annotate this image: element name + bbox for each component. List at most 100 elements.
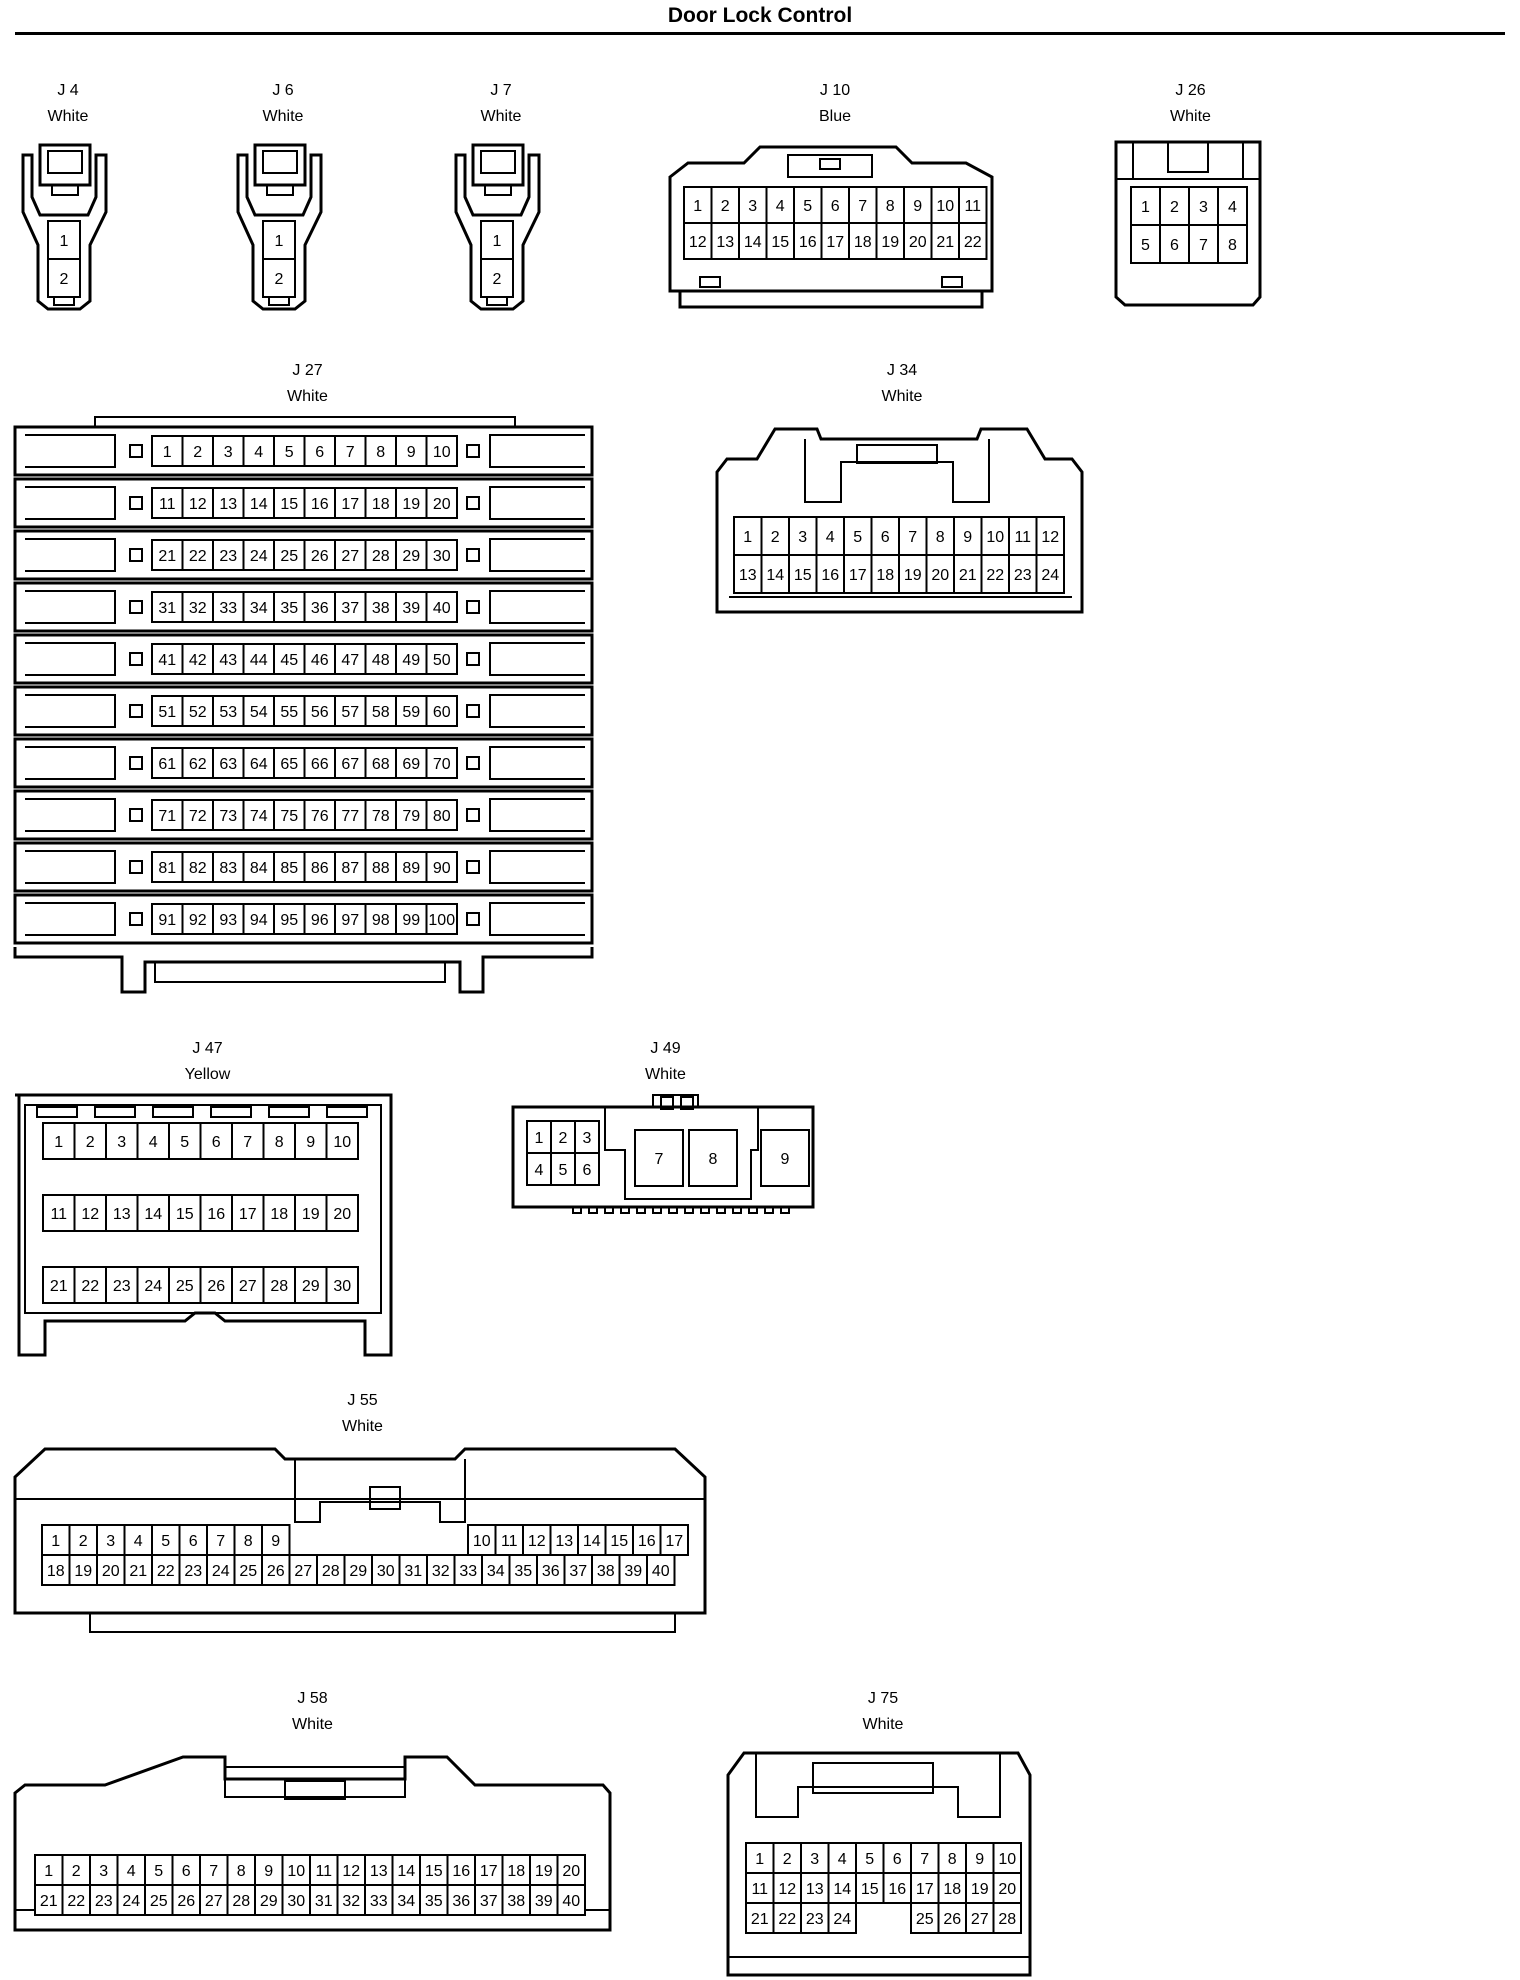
pin-number: 21	[936, 234, 954, 251]
pin-cavity	[848, 222, 878, 260]
pin-cavity	[910, 1902, 940, 1934]
pin-cavity	[325, 1266, 359, 1304]
pin-number: 28	[232, 1893, 250, 1910]
pin-cavity	[178, 1554, 208, 1586]
connector-outline	[294, 1459, 466, 1523]
pin-cavity	[364, 435, 397, 467]
pin-number: 5	[803, 198, 812, 215]
pin-number: 1	[163, 444, 172, 461]
pin-cavity	[47, 258, 81, 298]
pin-cavity	[688, 1129, 738, 1187]
pin-number: 7	[920, 1851, 929, 1868]
pin-cavity	[1159, 224, 1190, 264]
connector-color: Yellow	[184, 1066, 231, 1083]
pin-number: 22	[81, 1278, 99, 1295]
pin-number: 58	[372, 704, 390, 721]
latch	[764, 1206, 774, 1214]
connector-outline	[489, 798, 585, 832]
latch	[812, 1762, 934, 1794]
pin-cavity	[325, 1122, 359, 1160]
pin-cavity	[536, 1554, 566, 1586]
pin-number: 5	[865, 1851, 874, 1868]
pin-number: 22	[778, 1911, 796, 1928]
pin-number: 94	[250, 912, 268, 929]
pin-cavity	[364, 643, 397, 675]
pin-number: 100	[428, 912, 455, 929]
pin-number: 11	[1014, 529, 1031, 546]
connector-outline	[804, 439, 990, 503]
pin-cavity	[242, 643, 275, 675]
pin-number: 9	[407, 444, 416, 461]
pin-cavity	[144, 1854, 174, 1886]
pin-number: 14	[250, 496, 268, 513]
pin-cavity	[273, 643, 306, 675]
pin-number: 27	[341, 548, 359, 565]
pin-number: 19	[402, 496, 420, 513]
pin-number: 81	[158, 860, 176, 877]
pin-number: 17	[665, 1533, 683, 1550]
pin-number: 7	[209, 1863, 218, 1880]
pin-number: 18	[854, 234, 872, 251]
pin-number: 16	[821, 567, 839, 584]
pin-cavity	[334, 851, 367, 883]
pin-number: 19	[302, 1206, 320, 1223]
connector-id: J 10	[819, 82, 851, 99]
pin-cavity	[632, 1524, 662, 1556]
pin-number: 1	[60, 233, 69, 250]
pin-number: 86	[311, 860, 329, 877]
pin-number: 14	[766, 567, 784, 584]
pin-cavity	[395, 903, 428, 935]
pin-cavity	[242, 903, 275, 935]
pin-number: 23	[113, 1278, 131, 1295]
pin-cavity	[199, 1122, 233, 1160]
pin-number: 14	[583, 1533, 601, 1550]
latch	[748, 1206, 758, 1214]
pin-number: 13	[219, 496, 237, 513]
pin-cavity	[574, 1152, 600, 1186]
pin-cavity	[136, 1122, 170, 1160]
pin-number: 15	[861, 1881, 879, 1898]
pin-cavity	[303, 643, 336, 675]
pin-number: 25	[176, 1278, 194, 1295]
pin-cavity	[425, 799, 458, 831]
latch	[129, 600, 143, 614]
pin-cavity	[827, 1902, 857, 1934]
pin-cavity	[425, 851, 458, 883]
pin-number: 92	[189, 912, 207, 929]
latch	[326, 1106, 368, 1118]
pin-number: 54	[250, 704, 268, 721]
pin-cavity	[242, 591, 275, 623]
latch	[268, 296, 290, 306]
connector-outline	[1114, 140, 1262, 307]
pin-cavity	[181, 435, 214, 467]
connector-id: J 34	[886, 362, 918, 379]
latch	[856, 444, 938, 464]
latch	[129, 444, 143, 458]
pin-number: 20	[433, 496, 451, 513]
pin-number: 15	[771, 234, 789, 251]
pin-cavity	[425, 695, 458, 727]
pin-number: 1	[1141, 199, 1150, 216]
latch	[466, 496, 480, 510]
pin-cavity	[89, 1854, 119, 1886]
pin-cavity	[843, 554, 873, 594]
pin-cavity	[334, 435, 367, 467]
pin-number: 31	[404, 1563, 422, 1580]
pin-number: 49	[402, 652, 420, 669]
pin-number: 2	[72, 1863, 81, 1880]
pin-number: 4	[826, 529, 835, 546]
latch	[284, 1780, 346, 1800]
pin-number: 69	[402, 756, 420, 773]
pin-cavity	[937, 1902, 967, 1934]
pin-cavity	[181, 799, 214, 831]
pin-cavity	[965, 1902, 995, 1934]
pin-number: 3	[748, 198, 757, 215]
latch	[716, 1206, 726, 1214]
pin-number: 13	[806, 1881, 824, 1898]
pin-number: 78	[372, 808, 390, 825]
connector-outline	[13, 947, 594, 994]
pin-number: 64	[250, 756, 268, 773]
